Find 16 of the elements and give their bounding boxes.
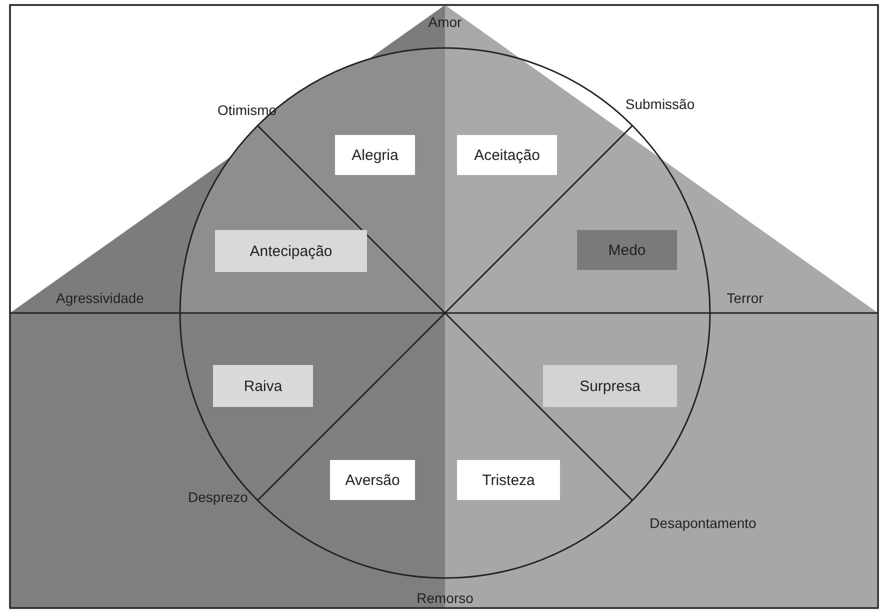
emotion-name: Submissão [625,96,695,112]
emotion-label: Raiva [213,365,313,407]
emotion-label: Antecipação [215,230,367,272]
emotion-name: Remorso [416,590,474,606]
emotion-name: Otimismo [217,102,277,118]
emotion-label: Aceitação [457,135,557,175]
emotion-label: Alegria [335,135,415,175]
emotion-label: Medo [577,230,677,270]
emotion-name: Desprezo [188,489,248,505]
emotion-name: Amor [428,14,462,30]
emotion-label: Aversão [330,460,415,500]
emotion-name: Agressividade [56,290,144,306]
emotion-name: Desapontamento [650,515,756,531]
emotion-name: Terror [726,290,764,306]
emotion-label: Tristeza [457,460,560,500]
emotion-label: Surpresa [543,365,677,407]
